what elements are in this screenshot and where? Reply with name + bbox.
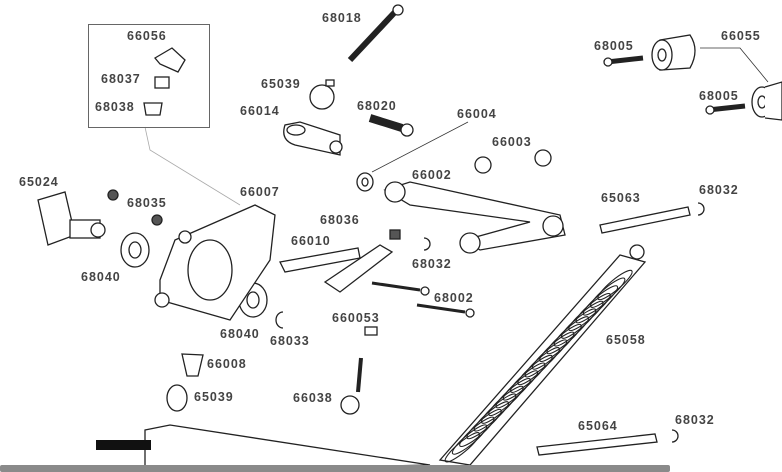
part-label: 68005 — [594, 39, 634, 53]
spring-coil — [480, 393, 517, 424]
spring-coil — [539, 331, 575, 363]
spring-coil — [459, 416, 495, 448]
nut-68035 — [107, 189, 163, 226]
spring-coil — [488, 385, 524, 417]
spring-coil — [568, 300, 604, 332]
spring-coil — [553, 316, 590, 347]
spring-coil — [451, 424, 488, 455]
a-arm-66002 — [383, 181, 566, 254]
part-label: 65039 — [261, 77, 301, 91]
part-label: 65024 — [19, 175, 59, 189]
clip-66003 — [474, 149, 552, 174]
ball-cup-66008 — [181, 353, 204, 377]
part-label: 66008 — [207, 357, 247, 371]
part-label: 66003 — [492, 135, 532, 149]
spring-coil — [495, 377, 531, 409]
mount-66055 — [751, 81, 782, 121]
hex-hub-65024 — [37, 191, 106, 246]
part-label: 66038 — [293, 391, 333, 405]
screw-68020 — [368, 114, 414, 137]
part-label: 65039 — [194, 390, 234, 404]
spring-coil — [560, 308, 597, 339]
spring-coil — [473, 401, 510, 432]
spring-coil — [466, 408, 502, 440]
part-label: 68037 — [101, 72, 141, 86]
spring-coil — [444, 432, 480, 463]
spring-coil — [517, 354, 553, 386]
part-label: 66002 — [412, 168, 452, 182]
part-label: 68005 — [699, 89, 739, 103]
steering-link-66010 — [279, 229, 401, 293]
part-label: 65058 — [606, 333, 646, 347]
part-label: 68020 — [357, 99, 397, 113]
rod-end-66014 — [283, 121, 343, 156]
part-label: 66056 — [127, 29, 167, 43]
part-label: 68040 — [81, 270, 121, 284]
part-label: 68038 — [95, 100, 135, 114]
part-label: 68002 — [434, 291, 474, 305]
spring-coil — [531, 339, 568, 370]
leader-line — [371, 121, 469, 173]
washer-66004 — [356, 172, 374, 192]
part-label: 68040 — [220, 327, 260, 341]
part-label: 660053 — [332, 311, 380, 325]
part-label: 68033 — [270, 334, 310, 348]
e-clip-68032 — [423, 237, 431, 251]
spring-coil — [590, 277, 626, 308]
spacer-660053 — [364, 326, 378, 336]
steering-knuckle-66007 — [154, 204, 276, 321]
part-label: 65063 — [601, 191, 641, 205]
spring-coil — [597, 269, 633, 301]
part-label: 65064 — [578, 419, 618, 433]
spring-coil — [582, 285, 619, 316]
pin-65064 — [536, 433, 658, 456]
part-label: 66010 — [291, 234, 331, 248]
kit-group-box — [88, 24, 210, 128]
horizontal-scrollbar[interactable] — [0, 465, 670, 472]
screw-68018 — [347, 4, 404, 63]
spring-coil — [575, 292, 611, 324]
shock-absorber-65058 — [438, 244, 647, 466]
e-clip-68032 — [697, 202, 705, 216]
screw-68005 — [705, 103, 746, 115]
spring-coil — [524, 347, 560, 378]
spring-coil — [510, 362, 546, 393]
mount-66055 — [651, 34, 696, 71]
part-label: 66007 — [240, 185, 280, 199]
part-label: 68035 — [127, 196, 167, 210]
screw-68002 — [371, 281, 475, 318]
e-clip-68032 — [671, 429, 679, 443]
part-label: 68032 — [675, 413, 715, 427]
ball-stud-66038 — [340, 357, 363, 415]
part-label: 66004 — [457, 107, 497, 121]
spring-coil — [546, 323, 582, 355]
part-label: 68032 — [699, 183, 739, 197]
leader-line — [144, 126, 241, 206]
part-label: 68036 — [320, 213, 360, 227]
leader-line — [700, 47, 769, 83]
spring-coil — [502, 370, 539, 401]
screw-68005 — [603, 55, 644, 67]
ball-stud-65039 — [166, 384, 188, 412]
part-label: 68018 — [322, 11, 362, 25]
part-label: 66014 — [240, 104, 280, 118]
pin-65063 — [599, 206, 691, 234]
part-label: 66055 — [721, 29, 761, 43]
bearing-68040 — [120, 232, 150, 268]
kit-parts — [143, 47, 186, 116]
e-clip-68033 — [275, 311, 284, 329]
part-label: 68032 — [412, 257, 452, 271]
ball-stud-65039 — [309, 79, 335, 110]
